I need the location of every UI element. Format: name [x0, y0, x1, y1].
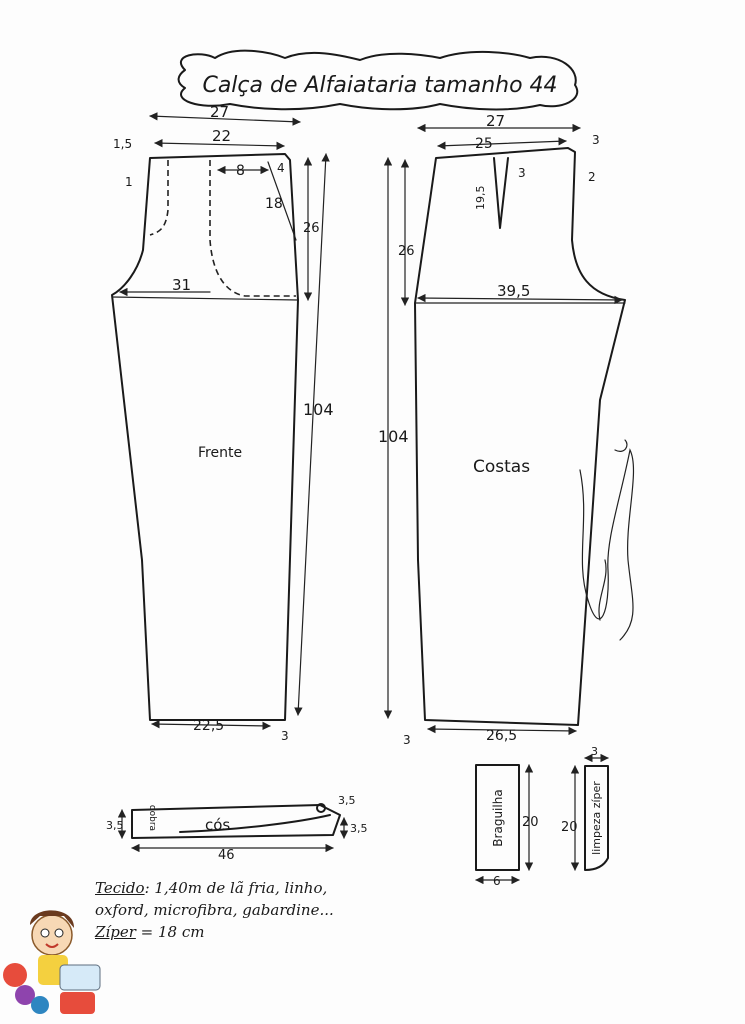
front-piece — [111, 153, 299, 721]
fly-piece — [475, 764, 520, 871]
front-top-width: 27 — [210, 103, 229, 121]
fabric-note: Tecido: 1,40m de lã fria, linho, oxford,… — [95, 878, 385, 922]
front-hem-ext: 3 — [281, 729, 289, 743]
waistband-height-left: 3,5 — [106, 819, 124, 832]
back-total-length: 104 — [378, 427, 409, 446]
zipper-text: = 18 cm — [135, 922, 205, 941]
zipper-guard-label: limpeza zíper — [590, 781, 603, 855]
back-hem-ext: 3 — [403, 733, 411, 747]
front-total-length: 104 — [303, 400, 334, 419]
back-piece — [414, 147, 626, 726]
front-left-tick: 1,5 — [113, 137, 132, 151]
waistband-piece — [131, 803, 341, 839]
front-pocket-side: 4 — [277, 161, 285, 175]
zipper-key: Zíper — [95, 922, 136, 941]
page-title: Calça de Alfaiataria tamanho 44 — [202, 73, 557, 98]
zipper-guard-height: 20 — [561, 820, 578, 835]
waistband-fold: dobra — [147, 805, 157, 831]
waistband-length: 46 — [218, 848, 235, 863]
back-hem-width: 26,5 — [486, 728, 517, 744]
back-dart-length: 19,5 — [474, 186, 487, 211]
front-label: Frente — [198, 445, 242, 461]
front-hip-width: 31 — [172, 276, 191, 294]
signature — [579, 439, 635, 641]
back-dart-width: 3 — [518, 166, 526, 180]
back-crotch-depth: 26 — [398, 244, 415, 259]
front-left-drop: 1 — [125, 175, 133, 189]
fabric-key: Tecido — [95, 879, 145, 897]
fly-width: 6 — [493, 874, 501, 888]
front-hem-width: 22,5 — [193, 718, 224, 734]
back-waist-width: 25 — [475, 136, 493, 152]
back-right-drop: 2 — [588, 170, 596, 184]
waistband-height-right: 3,5 — [350, 822, 368, 835]
front-pocket-top: 8 — [236, 163, 245, 179]
back-right-tick: 3 — [592, 133, 600, 147]
zipper-guard-piece — [584, 765, 609, 871]
title-cloud — [177, 49, 579, 111]
back-hip-width: 39,5 — [497, 282, 530, 300]
back-label: Costas — [473, 457, 530, 477]
zipper-note: Zíper = 18 cm — [95, 922, 385, 944]
fly-height: 20 — [522, 815, 539, 830]
mascot-illustration — [3, 910, 101, 1014]
front-crotch-depth: 26 — [303, 221, 320, 236]
fabric-text: : 1,40m de lã fria, linho, oxford, micro… — [95, 879, 334, 919]
material-notes: Tecido: 1,40m de lã fria, linho, oxford,… — [95, 878, 385, 943]
waistband-tip: 3,5 — [338, 794, 356, 807]
front-waist-width: 22 — [212, 127, 231, 145]
zipper-guard-width: 3 — [591, 745, 598, 758]
back-top-width: 27 — [486, 112, 505, 130]
waistband-label: cós — [205, 816, 230, 834]
front-pocket-length: 18 — [265, 196, 283, 212]
fly-label: Braguilha — [491, 789, 505, 846]
